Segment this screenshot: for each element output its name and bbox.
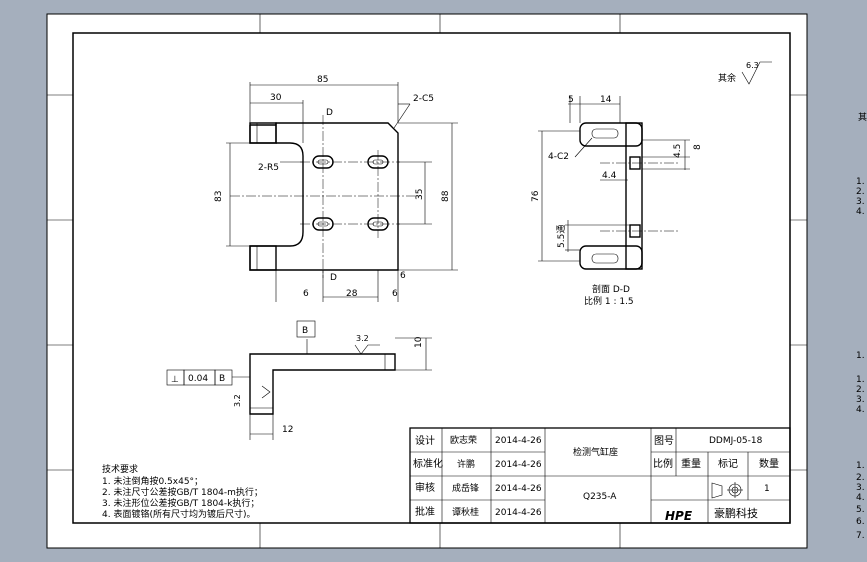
approve-label: 批准 <box>415 505 435 518</box>
side-view: B 3.2 3.2 10 12 ⊥ 0.04 B <box>166 320 432 440</box>
dim-85: 85 <box>317 75 328 85</box>
company-logo: HPE <box>665 509 693 523</box>
drawing-number-label: 图号 <box>654 435 674 447</box>
drawing-sheet <box>46 13 808 549</box>
company-name: 豪鹏科技 <box>714 506 758 520</box>
front-view-bottom-tab <box>249 245 277 271</box>
design-label: 设计 <box>415 434 435 447</box>
side-text: 其 <box>858 112 867 123</box>
notes-title: 技术要求 <box>102 463 138 475</box>
dim-2-r5: 2-R5 <box>258 163 279 173</box>
scale-label: 比例 <box>653 457 673 470</box>
dim-6-right: 6 <box>392 289 398 299</box>
surface-rest-label: 其余 <box>718 72 736 84</box>
weight-label: 重量 <box>681 457 701 470</box>
side-text: 2. <box>856 187 865 197</box>
tolerance-symbol: ⊥ <box>171 375 179 385</box>
dim-76: 76 <box>531 190 541 202</box>
mark-label: 标记 <box>718 458 738 470</box>
dim-35: 35 <box>415 189 425 200</box>
approve-name: 谭秋桂 <box>452 506 479 518</box>
side-text: 3. <box>856 483 865 493</box>
surface-roughness-value: 6.3 <box>746 61 759 70</box>
dim-6-left: 6 <box>303 289 309 299</box>
dim-6-side: 6 <box>400 271 406 281</box>
side-text: 4. <box>856 405 865 415</box>
side-fragments: 其 1. 2. 3. 4. 1. 1. 2. 3. 4. 1. 2. 3. 4.… <box>856 112 867 541</box>
dim-83: 83 <box>214 191 224 202</box>
side-text: 1. <box>856 177 865 187</box>
notes-line: 2. 未注尺寸公差按GB/T 1804-m执行； <box>102 486 263 498</box>
side-text: 3. <box>856 395 865 405</box>
standardization-label: 标准化 <box>413 457 443 470</box>
section-scale: 比例 1 : 1.5 <box>584 295 634 307</box>
check-label: 审核 <box>415 481 435 494</box>
title-block: 设计 欧志荣 2014-4-26 标准化 许鹏 2014-4-26 审核 成岳锋… <box>409 427 791 524</box>
dim-28: 28 <box>346 289 358 299</box>
dim-14: 14 <box>600 95 612 105</box>
side-text: 5. <box>856 505 865 515</box>
design-name: 欧志荣 <box>450 434 477 446</box>
design-date: 2014-4-26 <box>495 436 542 446</box>
technical-notes: 技术要求 1. 未注倒角按0.5x45°； 2. 未注尺寸公差按GB/T 180… <box>102 463 263 520</box>
datum-box <box>296 320 316 338</box>
side-text: 1. <box>856 351 865 361</box>
side-text: 1. <box>856 461 865 471</box>
side-text: 6. <box>856 517 865 527</box>
roughness-3-2-left: 3.2 <box>233 394 242 407</box>
front-view: 85 30 2-C5 2-R5 83 35 88 6 28 6 6 D D <box>214 75 458 302</box>
side-text: 1. <box>856 375 865 385</box>
dim-2-c5: 2-C5 <box>413 94 434 104</box>
standardization-date: 2014-4-26 <box>495 460 542 470</box>
section-mark-bottom: D <box>330 273 337 283</box>
dim-4-4: 4.4 <box>602 171 617 181</box>
frame-zone-ticks <box>47 14 807 548</box>
dim-4-5: 4.5 <box>673 144 683 158</box>
section-view: 5 14 4-C2 4.5 8 4.4 76 5.5通 剖面 D-D 比例 1 … <box>531 95 703 307</box>
dim-12: 12 <box>282 425 293 435</box>
check-date: 2014-4-26 <box>495 484 542 494</box>
roughness-3-2-top: 3.2 <box>356 334 369 343</box>
dim-4-c2: 4-C2 <box>548 152 569 162</box>
side-text: 4. <box>856 493 865 503</box>
tolerance-value: 0.04 <box>188 374 208 384</box>
quantity-value: 1 <box>764 484 770 494</box>
quantity-label: 数量 <box>759 457 779 470</box>
tolerance-datum: B <box>219 374 225 384</box>
dim-5: 5 <box>568 95 574 105</box>
dim-10: 10 <box>414 336 424 348</box>
section-mark-top: D <box>326 108 333 118</box>
material: Q235-A <box>583 492 617 502</box>
approve-date: 2014-4-26 <box>495 508 542 518</box>
section-title: 剖面 D-D <box>592 283 630 295</box>
part-name: 检测气缸座 <box>573 446 618 458</box>
dim-30: 30 <box>270 93 282 103</box>
side-text: 2. <box>856 473 865 483</box>
surface-finish-note: 其余 6.3 <box>718 61 772 85</box>
dim-88: 88 <box>441 190 451 202</box>
side-text: 4. <box>856 207 865 217</box>
side-text: 7. <box>856 531 865 541</box>
dim-8: 8 <box>693 144 703 150</box>
side-text: 3. <box>856 197 865 207</box>
check-name: 成岳锋 <box>452 482 479 494</box>
side-text: 2. <box>856 385 865 395</box>
datum-letter: B <box>302 326 308 336</box>
projection-symbol-icon <box>711 482 743 499</box>
front-view-top-tab <box>249 122 277 144</box>
notes-line: 4. 表面镀铬(所有尺寸均为镀后尺寸)。 <box>102 508 255 520</box>
drawing-number: DDMJ-05-18 <box>709 436 763 446</box>
standardization-name: 许鹏 <box>457 458 475 470</box>
notes-line: 1. 未注倒角按0.5x45°； <box>102 475 203 487</box>
dim-5-5: 5.5通 <box>556 225 567 248</box>
notes-line: 3. 未注形位公差按GB/T 1804-k执行； <box>102 497 259 509</box>
